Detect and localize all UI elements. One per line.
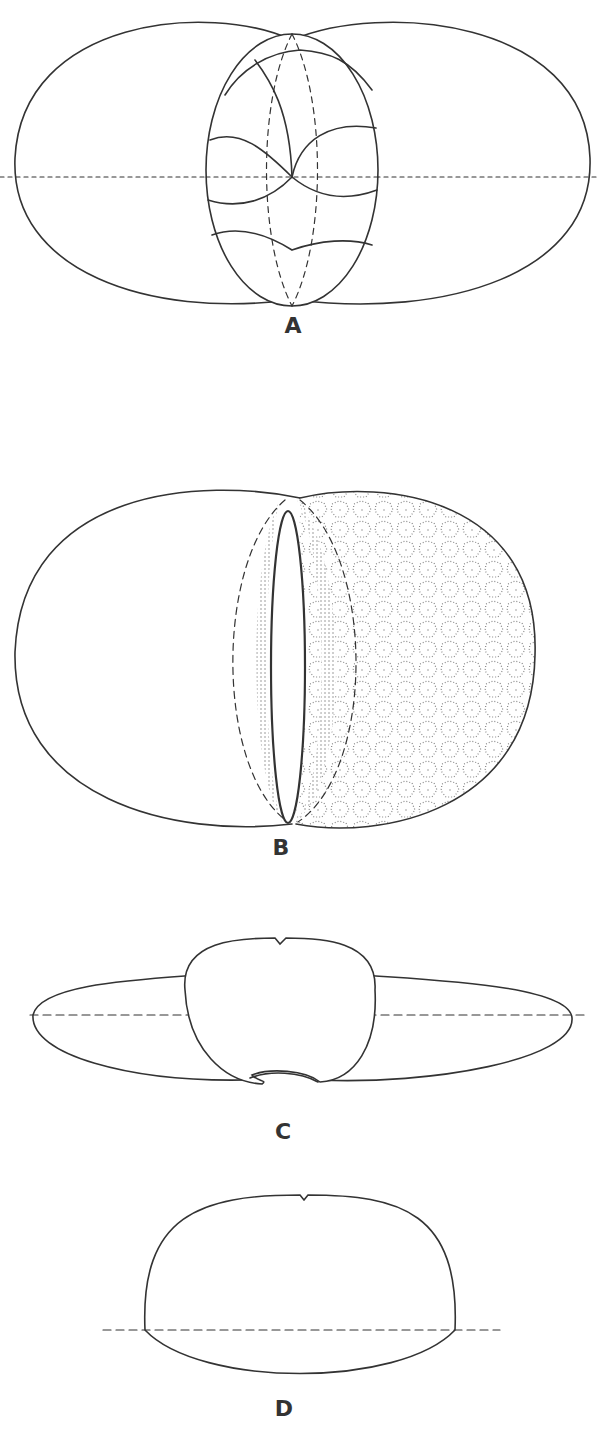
figure-letter: D: [275, 1398, 293, 1420]
figure-a: [0, 22, 600, 306]
figure-c: [30, 938, 585, 1084]
figure-b: [15, 490, 535, 828]
figure-letter: B: [273, 837, 290, 859]
figure-letter: A: [284, 315, 301, 337]
figure-d: [103, 1195, 500, 1374]
figure-letter: C: [275, 1121, 291, 1143]
